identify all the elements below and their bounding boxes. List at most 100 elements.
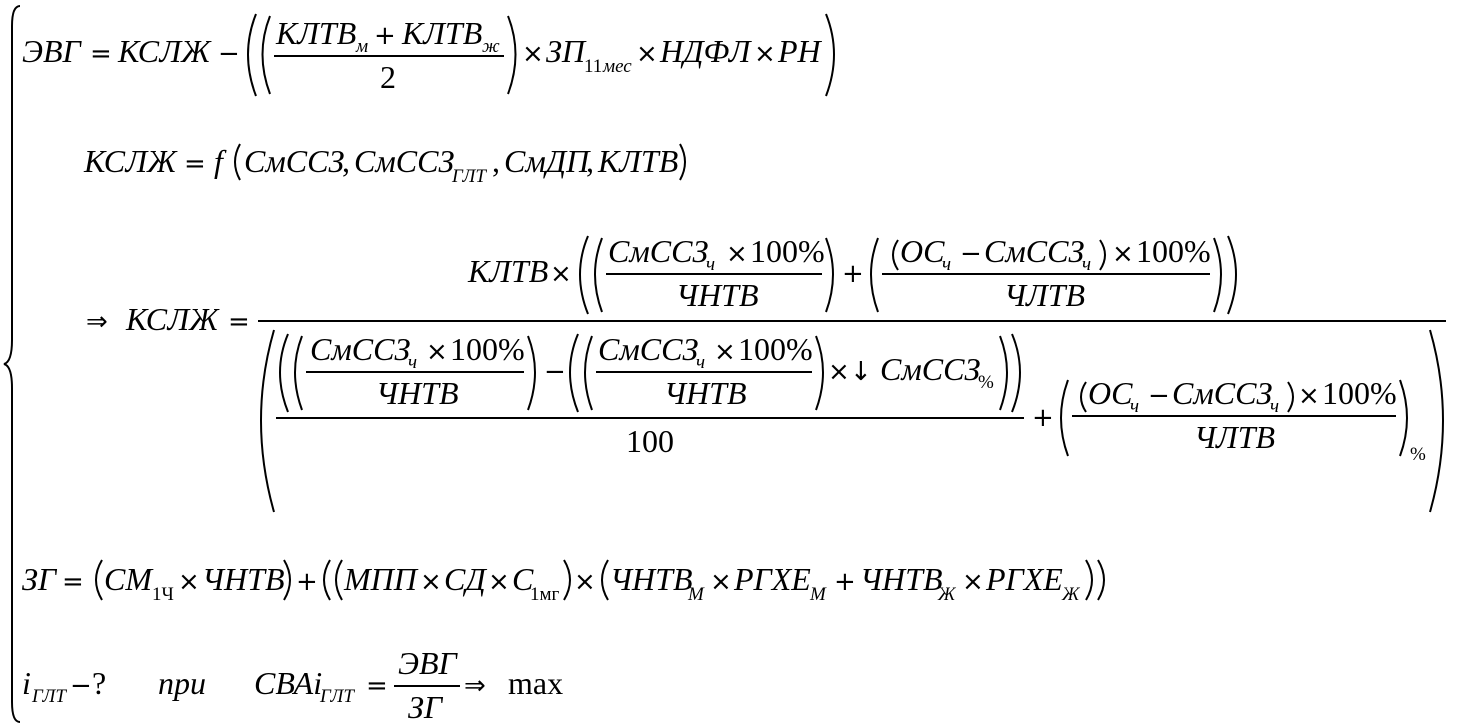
- implies-arrow: ⇒: [464, 671, 486, 701]
- left-paren: [279, 333, 289, 413]
- i-symbol: i: [22, 665, 31, 701]
- left-paren: [569, 333, 579, 413]
- plus-sign: +: [834, 567, 856, 597]
- denominator-two: 2: [380, 59, 396, 95]
- equals-sign: =: [228, 307, 250, 337]
- kltv-symbol: КЛТВ: [275, 15, 356, 51]
- left-paren: [294, 335, 303, 411]
- chntv-symbol: ЧНТВ: [202, 561, 285, 597]
- subscript-ch: ч: [696, 352, 705, 373]
- left-paren: [247, 13, 257, 97]
- hundred-percent: 100%: [450, 331, 525, 367]
- subscript-zh: ж: [482, 36, 500, 57]
- left-paren: [601, 559, 609, 601]
- chntv-symbol: ЧНТВ: [664, 375, 747, 411]
- equals-sign: =: [62, 567, 84, 597]
- right-paren: [999, 335, 1008, 411]
- subscript-ch: ч: [942, 254, 951, 275]
- right-paren: [1011, 333, 1021, 413]
- subscript-M: М: [809, 584, 827, 605]
- zp-symbol: ЗП: [546, 33, 587, 69]
- subscript-percent: %: [1410, 444, 1426, 465]
- equation-kslzh-expanded: ⇒ КСЛЖ = КЛТВ × СмССЗ ч × 100% ЧНТВ + ОС…: [86, 233, 1446, 513]
- minus-sign: −: [960, 239, 982, 269]
- right-paren: [1085, 559, 1093, 601]
- function-f: f: [214, 143, 227, 179]
- kslzh-symbol: КСЛЖ: [117, 33, 212, 69]
- times-sign: ×: [754, 39, 776, 69]
- equation-evg: ЭВГ = КСЛЖ − КЛТВ м + КЛТВ ж 2 × ЗП 11 м…: [22, 13, 835, 97]
- equals-sign: =: [184, 149, 206, 179]
- c-symbol: С: [512, 561, 534, 597]
- kslzh-symbol: КСЛЖ: [83, 143, 178, 179]
- evg-symbol: ЭВГ: [398, 645, 459, 681]
- left-paren: [335, 559, 343, 601]
- right-paren-large: [1429, 329, 1444, 513]
- subscript-M: М: [687, 584, 705, 605]
- subscript-1ch: 1Ч: [152, 584, 174, 605]
- smssz-symbol: СмССЗ: [598, 331, 698, 367]
- smssz-symbol: СмССЗ: [1172, 375, 1272, 411]
- smssz-symbol: СмССЗ: [984, 233, 1084, 269]
- left-paren-large: [260, 329, 275, 513]
- right-paren: [679, 143, 686, 181]
- subscript-ch: ч: [1082, 254, 1091, 275]
- times-sign: ×: [962, 567, 984, 597]
- sm-symbol: СМ: [104, 561, 154, 597]
- ndfl-symbol: НДФЛ: [659, 33, 753, 69]
- kltv-symbol: КЛТВ: [401, 15, 482, 51]
- left-paren: [870, 237, 879, 313]
- pri-word: при: [158, 665, 206, 701]
- subscript-1mg: 1мг: [530, 584, 560, 605]
- minus-sign: −: [218, 39, 240, 69]
- left-paren: [261, 15, 271, 95]
- right-paren: [1097, 559, 1105, 601]
- times-sign: ×: [828, 357, 850, 387]
- equals-sign: =: [90, 39, 112, 69]
- times-sign: ×: [420, 567, 442, 597]
- chltv-symbol: ЧЛТВ: [1194, 419, 1275, 455]
- left-paren: [323, 559, 331, 601]
- left-paren: [95, 559, 103, 601]
- smssz-symbol: СмССЗ: [244, 143, 344, 179]
- right-paren: [825, 237, 834, 313]
- mpp-symbol: МПП: [343, 561, 419, 597]
- left-paren: [1080, 381, 1087, 413]
- subscript-ch: ч: [1130, 396, 1139, 417]
- hundred-percent: 100%: [1322, 375, 1397, 411]
- equation-optimization: i ГЛТ − ? при СВАi ГЛТ = ЭВГ ЗГ ⇒ max: [22, 645, 563, 725]
- evg-symbol: ЭВГ: [22, 33, 83, 69]
- subscript-ch: ч: [706, 254, 715, 275]
- subscript-glt: ГЛТ: [31, 686, 67, 707]
- right-paren: [825, 13, 835, 97]
- minus-sign: −: [70, 671, 92, 701]
- zg-symbol: ЗГ: [22, 561, 58, 597]
- kltv-symbol: КЛТВ: [597, 143, 678, 179]
- subscript-Zh: Ж: [937, 584, 957, 605]
- right-paren: [527, 335, 536, 411]
- question-mark: ?: [92, 665, 106, 701]
- hundred-percent: 100%: [750, 233, 825, 269]
- right-paren: [1099, 239, 1106, 271]
- smssz-symbol: СмССЗ: [608, 233, 708, 269]
- implies-arrow: ⇒: [86, 307, 108, 337]
- rgkhe-symbol: РГХЕ: [733, 561, 811, 597]
- subscript-Zh: Ж: [1061, 584, 1081, 605]
- subscript-percent: %: [978, 372, 994, 393]
- left-paren: [584, 335, 593, 411]
- plus-sign: +: [374, 21, 396, 51]
- subscript-mes: мес: [602, 56, 632, 77]
- right-paren: [563, 559, 571, 601]
- times-sign: ×: [726, 239, 748, 269]
- equation-zg: ЗГ = СМ 1Ч × ЧНТВ + МПП × СД × С 1мг × Ч…: [22, 559, 1105, 605]
- plus-sign: +: [296, 567, 318, 597]
- down-arrow: ↓: [850, 357, 872, 387]
- hundred: 100: [626, 423, 674, 459]
- kslzh-symbol: КСЛЖ: [125, 301, 220, 337]
- times-sign: ×: [426, 337, 448, 367]
- left-paren: [892, 239, 899, 271]
- times-sign: ×: [714, 337, 736, 367]
- times-sign: ×: [1112, 239, 1134, 269]
- system-left-brace: [3, 5, 21, 723]
- subscript-ch: ч: [1270, 396, 1279, 417]
